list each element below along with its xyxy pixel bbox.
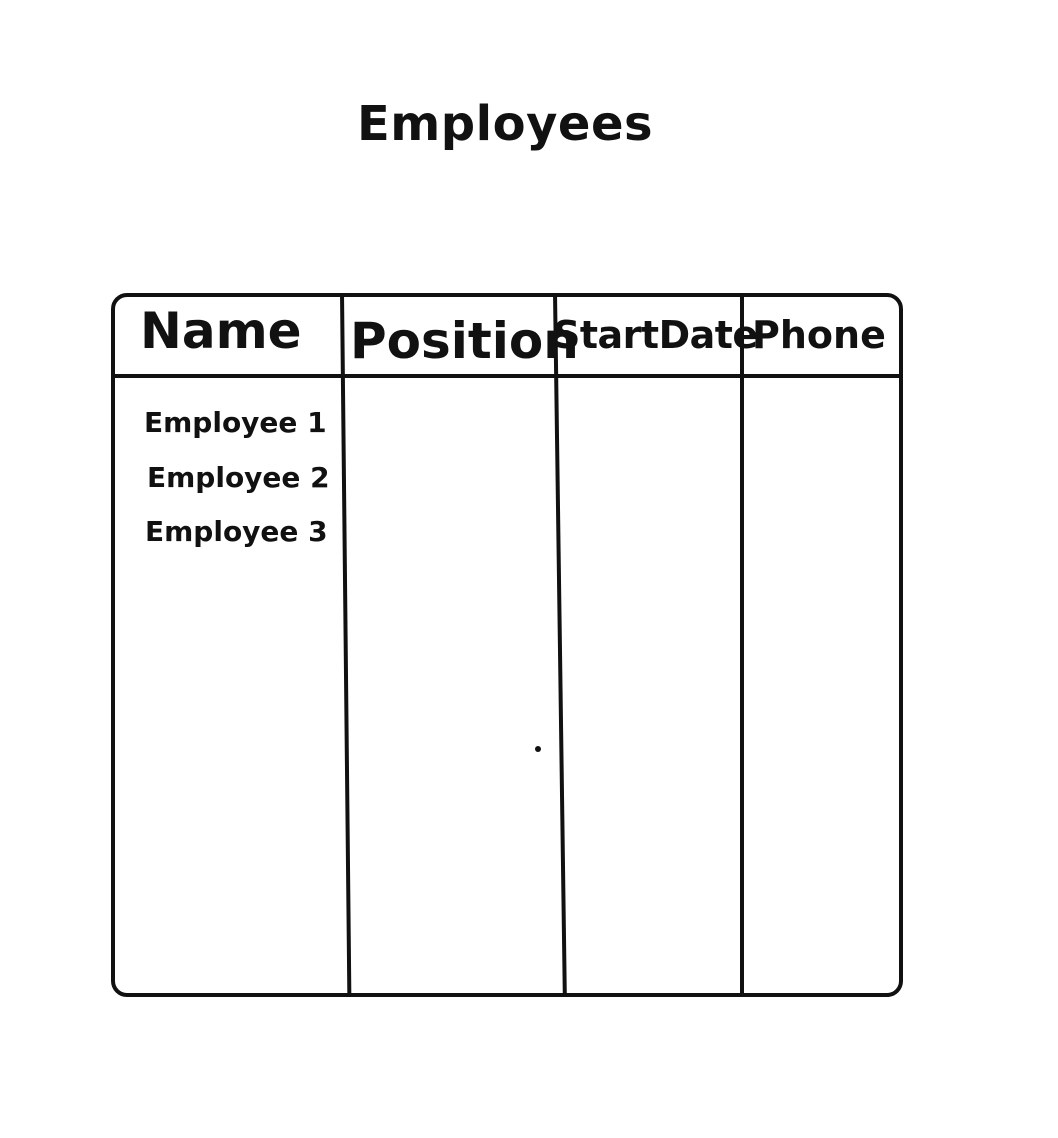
stray-dot	[535, 746, 541, 752]
header-divider	[111, 374, 903, 378]
table-row[interactable]: Employee 2	[147, 464, 330, 492]
column-header-phone[interactable]: Phone	[752, 313, 886, 357]
employee-name-cell: Employee 2	[147, 461, 330, 494]
column-header-name[interactable]: Name	[140, 302, 302, 360]
column-divider	[740, 293, 744, 997]
employee-name-cell: Employee 3	[145, 515, 328, 548]
column-header-startdate[interactable]: StartDate	[553, 313, 758, 357]
employee-name-cell: Employee 1	[144, 406, 327, 439]
column-header-position[interactable]: Position	[350, 312, 579, 370]
employees-table	[111, 293, 903, 997]
table-row[interactable]: Employee 3	[145, 518, 328, 546]
table-row[interactable]: Employee 1	[144, 409, 327, 437]
page-title: Employees	[357, 96, 654, 152]
